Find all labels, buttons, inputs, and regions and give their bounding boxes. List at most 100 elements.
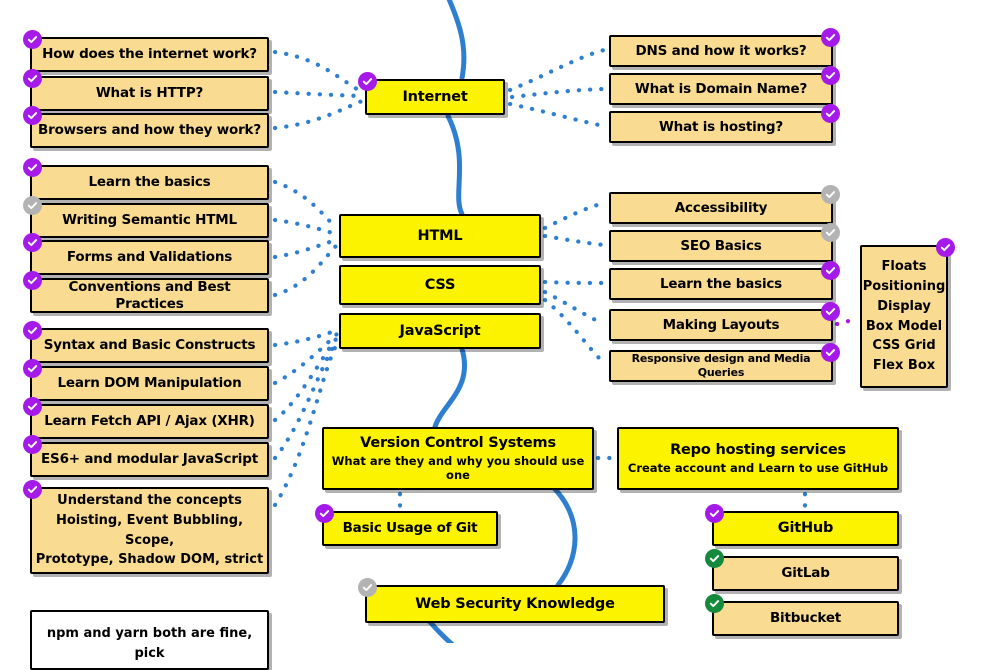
node-label: Responsive design and Media Queries bbox=[631, 352, 811, 379]
node-seo-basics[interactable]: SEO Basics bbox=[609, 223, 840, 262]
node-label: Accessibility bbox=[674, 199, 768, 216]
node-label: Making Layouts bbox=[662, 316, 780, 333]
check-circle-icon bbox=[23, 359, 42, 378]
node-label: JavaScript bbox=[399, 322, 481, 339]
node-label: SEO Basics bbox=[680, 237, 762, 254]
node-label: Learn the basics bbox=[88, 174, 211, 191]
node-learn-the-basics-html[interactable]: Learn the basics bbox=[23, 158, 269, 200]
check-circle-icon bbox=[23, 480, 42, 499]
check-circle-icon bbox=[23, 30, 42, 49]
css-topic-item: Positioning bbox=[862, 279, 946, 294]
node-sublabel: What are they and why you should use one bbox=[331, 454, 585, 483]
check-circle-icon bbox=[821, 343, 840, 362]
edge-js-dom bbox=[272, 331, 340, 386]
node-learn-fetch-api-ajax[interactable]: Learn Fetch API / Ajax (XHR) bbox=[23, 397, 269, 439]
node-sublabel: Create account and Learn to use GitHub bbox=[627, 461, 889, 476]
check-circle-icon bbox=[23, 321, 42, 340]
node-browsers-how-they-work[interactable]: Browsers and how they work? bbox=[23, 106, 269, 148]
node-bitbucket[interactable]: Bitbucket bbox=[705, 594, 899, 636]
edge-internet-domain bbox=[509, 86, 607, 100]
edge-html-semantic bbox=[272, 217, 339, 237]
node-forms-and-validations[interactable]: Forms and Validations bbox=[23, 233, 269, 275]
css-topic-item: CSS Grid bbox=[872, 338, 936, 354]
check-circle-icon bbox=[315, 504, 334, 523]
check-circle-icon bbox=[821, 261, 840, 280]
node-label: Learn the basics bbox=[659, 275, 783, 292]
edge-html-seo bbox=[542, 233, 607, 248]
css-topic-item: Flex Box bbox=[872, 358, 936, 373]
node-learn-the-basics-css[interactable]: Learn the basics bbox=[609, 261, 840, 300]
roadmap-canvas: .spine{fill:none;stroke:#2f7fd1;stroke-w… bbox=[23, 0, 955, 670]
check-circle-icon bbox=[23, 271, 42, 290]
check-circle-icon bbox=[23, 397, 42, 416]
node-making-layouts[interactable]: Making Layouts bbox=[609, 302, 840, 341]
edge-js-syntax bbox=[272, 327, 340, 348]
node-what-is-hosting[interactable]: What is hosting? bbox=[609, 104, 840, 143]
node-conventions-best-practices[interactable]: Conventions and Best Practices bbox=[23, 271, 269, 313]
node-writing-semantic-html[interactable]: Writing Semantic HTML bbox=[23, 196, 269, 238]
node-label: Internet bbox=[402, 88, 468, 105]
check-circle-icon bbox=[23, 69, 42, 88]
node-label: What is HTTP? bbox=[95, 85, 204, 102]
check-circle-icon bbox=[936, 238, 955, 257]
node-label: Browsers and how they work? bbox=[38, 122, 261, 139]
edge-html-accessibility bbox=[542, 200, 607, 231]
node-internet[interactable]: Internet bbox=[358, 72, 505, 115]
node-github[interactable]: GitHub bbox=[705, 504, 899, 546]
css-topic-item: Floats bbox=[881, 259, 927, 275]
node-label: Learn Fetch API / Ajax (XHR) bbox=[44, 413, 255, 430]
concept-line: Hoisting, Event Bubbling, Scope, bbox=[55, 512, 244, 548]
node-dns-and-how-it-works[interactable]: DNS and how it works? bbox=[609, 28, 840, 67]
spine-curve-bottom bbox=[427, 619, 455, 643]
check-circle-icon bbox=[23, 435, 42, 454]
edge-internet-dns bbox=[507, 47, 607, 93]
edge-html-learn bbox=[272, 179, 339, 231]
node-package-manager-note[interactable]: npm and yarn both are fine, pick bbox=[30, 610, 269, 670]
check-circle-icon bbox=[705, 549, 724, 568]
node-label: Web Security Knowledge bbox=[415, 595, 615, 612]
css-topic-item: Display bbox=[877, 298, 931, 314]
node-learn-dom-manipulation[interactable]: Learn DOM Manipulation bbox=[23, 359, 269, 401]
node-label: Repo hosting services bbox=[670, 442, 846, 459]
node-es6-modular-javascript[interactable]: ES6+ and modular JavaScript bbox=[23, 435, 269, 477]
edge-internet-http bbox=[272, 89, 363, 99]
node-label: HTML bbox=[417, 227, 463, 244]
spine-curve-top bbox=[446, 0, 467, 81]
node-label: CSS bbox=[424, 276, 456, 293]
node-label: Basic Usage of Git bbox=[342, 520, 478, 537]
node-html[interactable]: HTML bbox=[339, 214, 541, 258]
check-circle-icon bbox=[821, 185, 840, 204]
node-label: Writing Semantic HTML bbox=[62, 212, 237, 229]
node-what-is-http[interactable]: What is HTTP? bbox=[23, 69, 269, 111]
node-label: GitHub bbox=[777, 520, 834, 537]
concept-line: Prototype, Shadow DOM, strict bbox=[35, 552, 264, 568]
check-circle-icon bbox=[821, 28, 840, 47]
check-circle-icon bbox=[821, 302, 840, 321]
check-circle-icon bbox=[358, 578, 377, 597]
node-label: Bitbucket bbox=[769, 610, 842, 627]
edge-js-fetch bbox=[272, 335, 340, 423]
note-line: npm and yarn both are fine, pick bbox=[46, 626, 253, 661]
spine-curve-vcs bbox=[550, 484, 578, 588]
check-circle-icon bbox=[705, 504, 724, 523]
node-gitlab[interactable]: GitLab bbox=[705, 549, 899, 591]
node-label: Syntax and Basic Constructs bbox=[43, 337, 256, 354]
node-responsive-design-media-queries[interactable]: Responsive design and Media Queries bbox=[609, 343, 840, 382]
node-javascript[interactable]: JavaScript bbox=[339, 313, 541, 349]
node-label: DNS and how it works? bbox=[635, 42, 807, 59]
node-how-internet-works[interactable]: How does the internet work? bbox=[23, 30, 269, 72]
node-syntax-basic-constructs[interactable]: Syntax and Basic Constructs bbox=[23, 321, 269, 363]
node-css[interactable]: CSS bbox=[339, 265, 541, 305]
node-web-security-knowledge[interactable]: Web Security Knowledge bbox=[358, 578, 665, 623]
node-basic-usage-of-git[interactable]: Basic Usage of Git bbox=[315, 504, 498, 546]
edge-internet-hosting bbox=[507, 101, 607, 129]
edge-layouts-css-topics bbox=[834, 315, 861, 327]
spine-curve-lower bbox=[431, 346, 467, 433]
edge-html-conventions bbox=[272, 243, 339, 298]
node-accessibility[interactable]: Accessibility bbox=[609, 185, 840, 224]
node-what-is-domain-name[interactable]: What is Domain Name? bbox=[609, 66, 840, 105]
